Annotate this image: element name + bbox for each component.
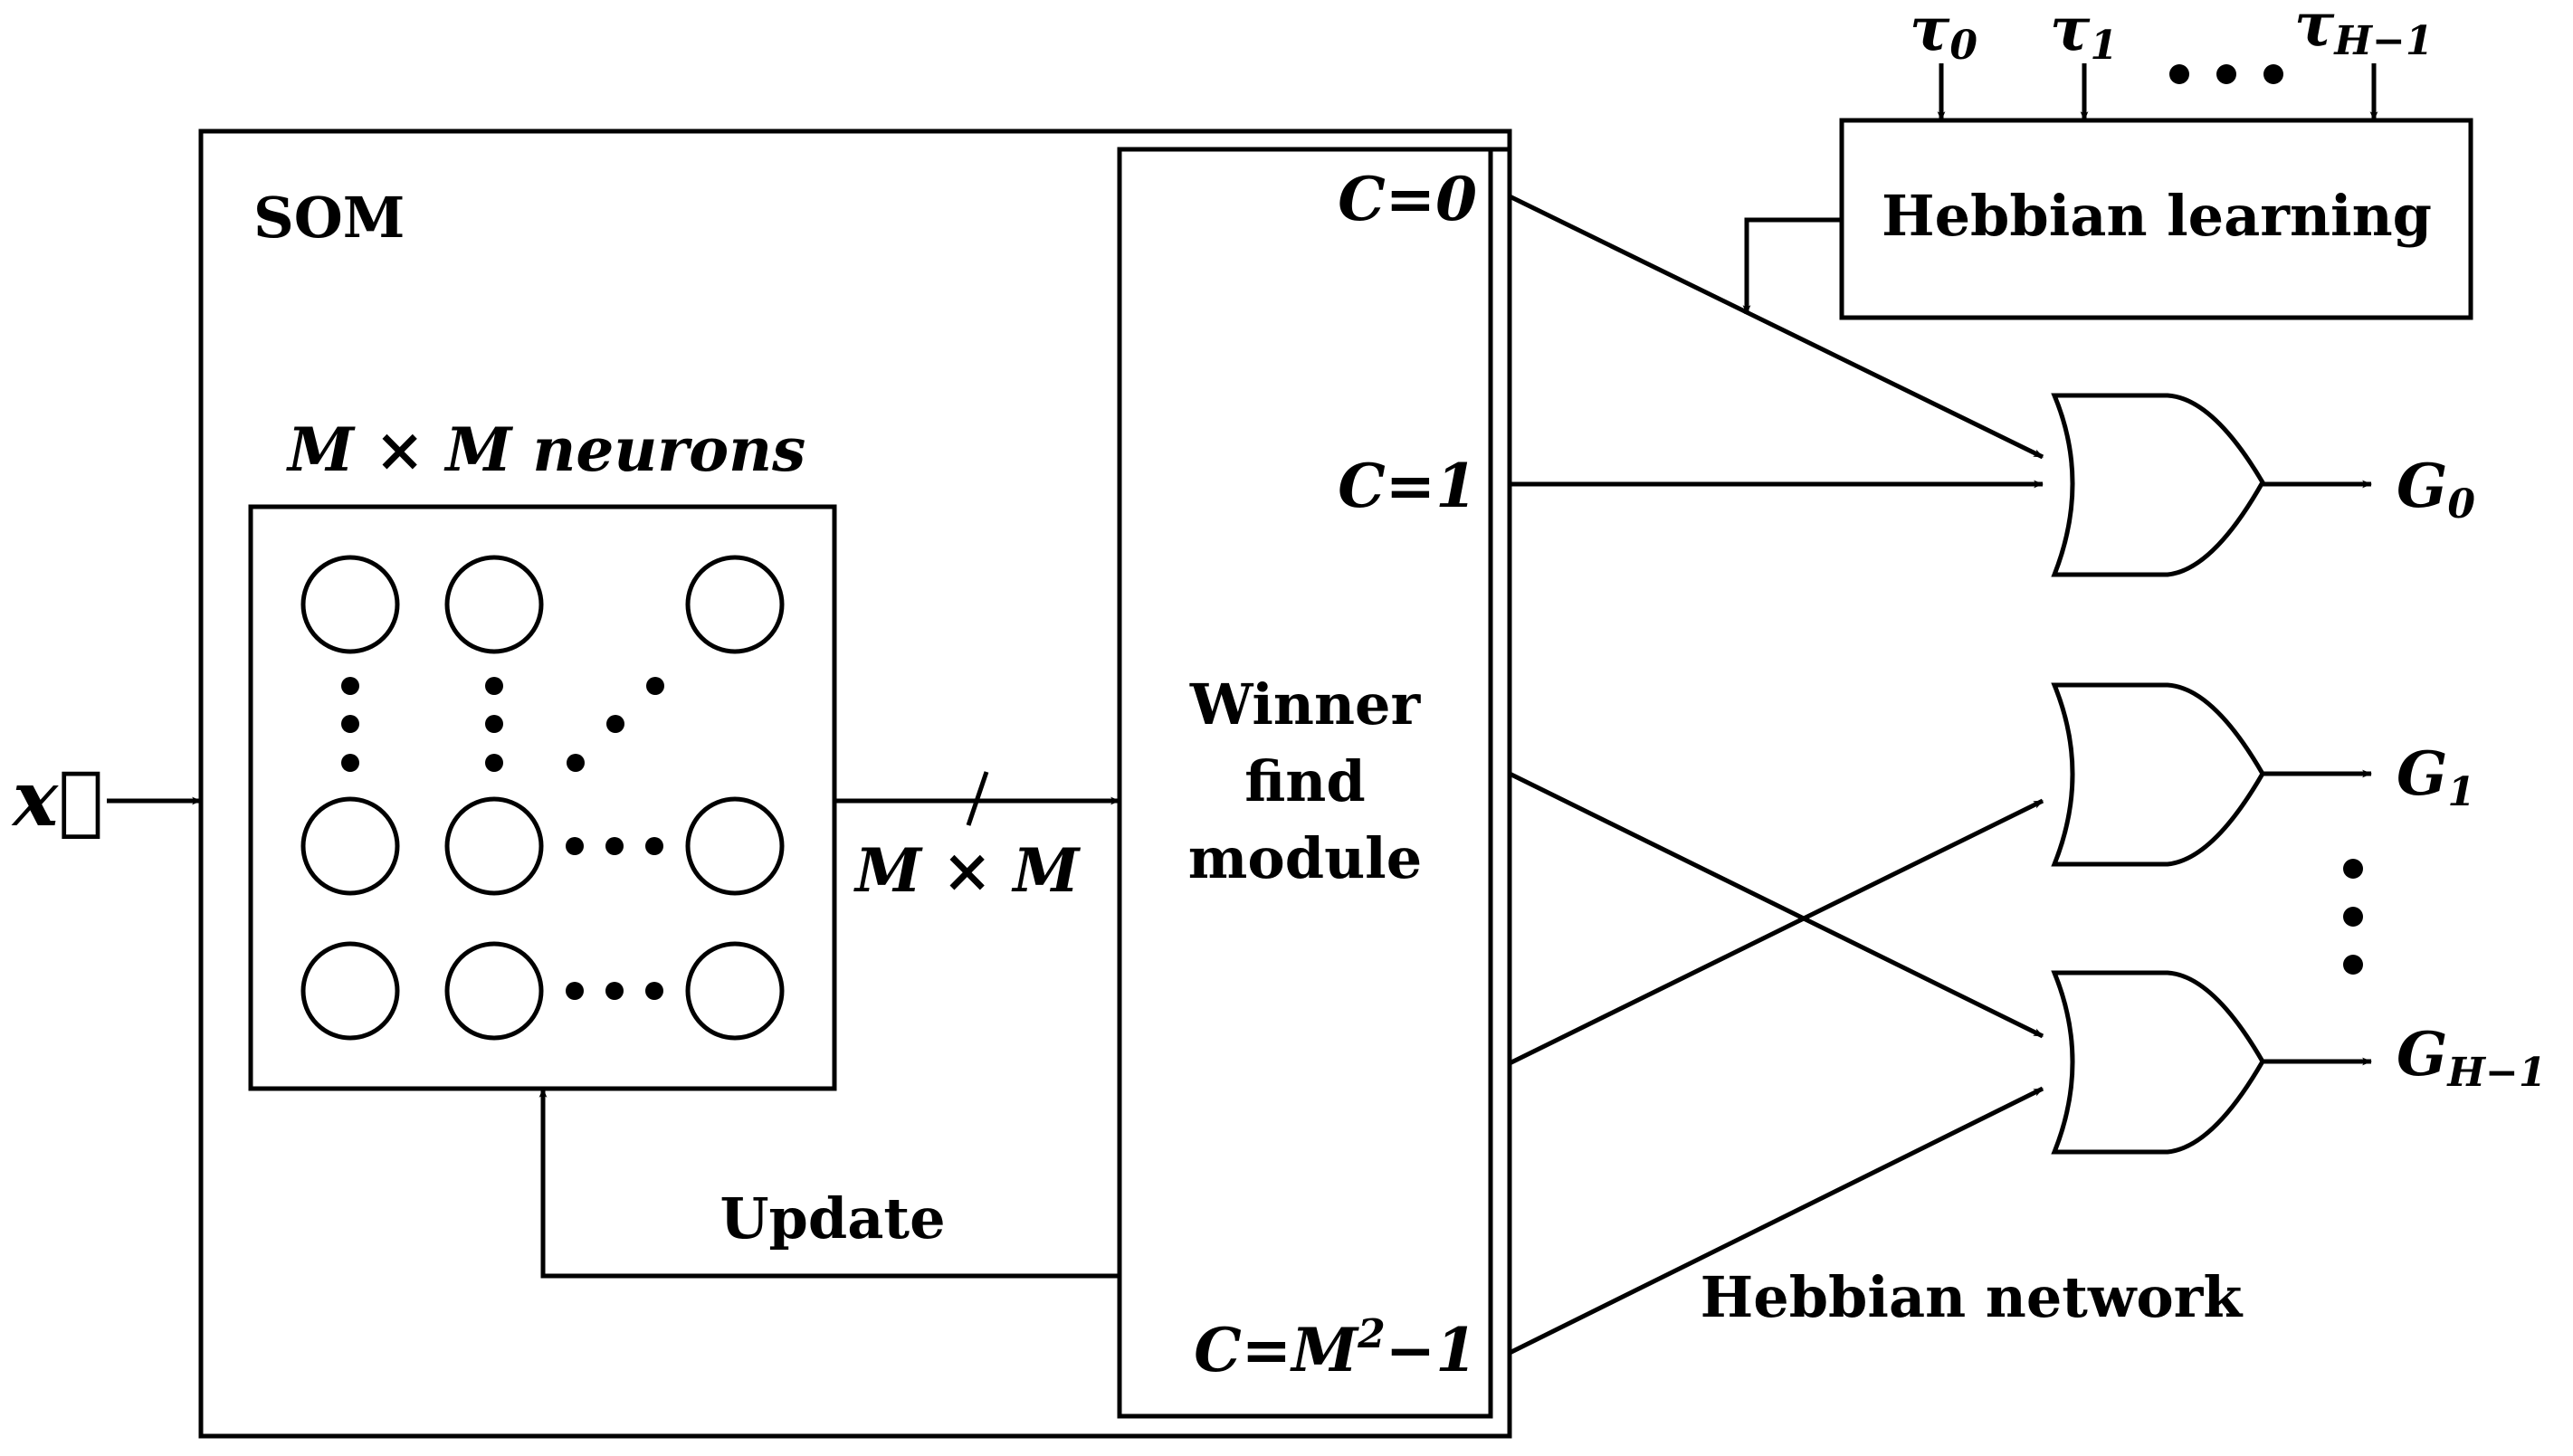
neuron <box>444 941 544 1041</box>
or-gate-1 <box>2051 682 2265 867</box>
neuron <box>685 555 785 654</box>
conn-mid-glast <box>1508 771 2044 1039</box>
som-box <box>198 128 1512 1439</box>
neuron <box>444 796 544 896</box>
class-label-c0: C=0 <box>1338 164 1477 234</box>
bus-label: M × M <box>853 835 1081 906</box>
winner-label-1: Winner <box>1189 671 1422 738</box>
conn-clast-glast <box>1508 1086 2044 1356</box>
neuron-grid-box <box>248 504 837 1091</box>
winner-label-2: find <box>1244 748 1366 814</box>
class-label-clast: C=M2−1 <box>1194 1311 1477 1385</box>
update-arrow <box>538 1087 1120 1279</box>
conn-c0-g0 <box>1508 194 2044 460</box>
tau-last-label: τH−1 <box>2294 0 2433 64</box>
or-gate-last <box>2051 970 2265 1155</box>
neuron <box>444 555 544 654</box>
glast-label: GH−1 <box>2397 1019 2546 1096</box>
g1-label: G1 <box>2397 738 2475 815</box>
learning-feedback-arrow <box>1742 217 1842 316</box>
neuron <box>300 941 400 1041</box>
neuron <box>685 796 785 896</box>
som-title: SOM <box>253 185 405 251</box>
hebbian-learning-label: Hebbian learning <box>1882 183 2432 249</box>
ellipsis-dots <box>341 64 2363 1000</box>
neuron <box>300 555 400 654</box>
or-gate-0 <box>2051 393 2265 577</box>
neurons-label: M × M neurons <box>286 414 805 485</box>
tau-1-label: τ1 <box>2050 0 2118 69</box>
update-label: Update <box>719 1185 945 1251</box>
winner-label-3: module <box>1188 825 1422 891</box>
bus-slash <box>966 771 989 826</box>
neuron-grid <box>300 555 785 1041</box>
tau-0-label: τ0 <box>1910 0 1977 69</box>
conn-mid-g1 <box>1508 798 2044 1066</box>
neuron <box>685 941 785 1041</box>
hebbian-network-label: Hebbian network <box>1701 1264 2244 1330</box>
class-label-c1: C=1 <box>1338 451 1477 521</box>
neuron <box>300 796 400 896</box>
input-vector-label: x⃗ <box>11 754 104 843</box>
g0-label: G0 <box>2397 451 2475 528</box>
